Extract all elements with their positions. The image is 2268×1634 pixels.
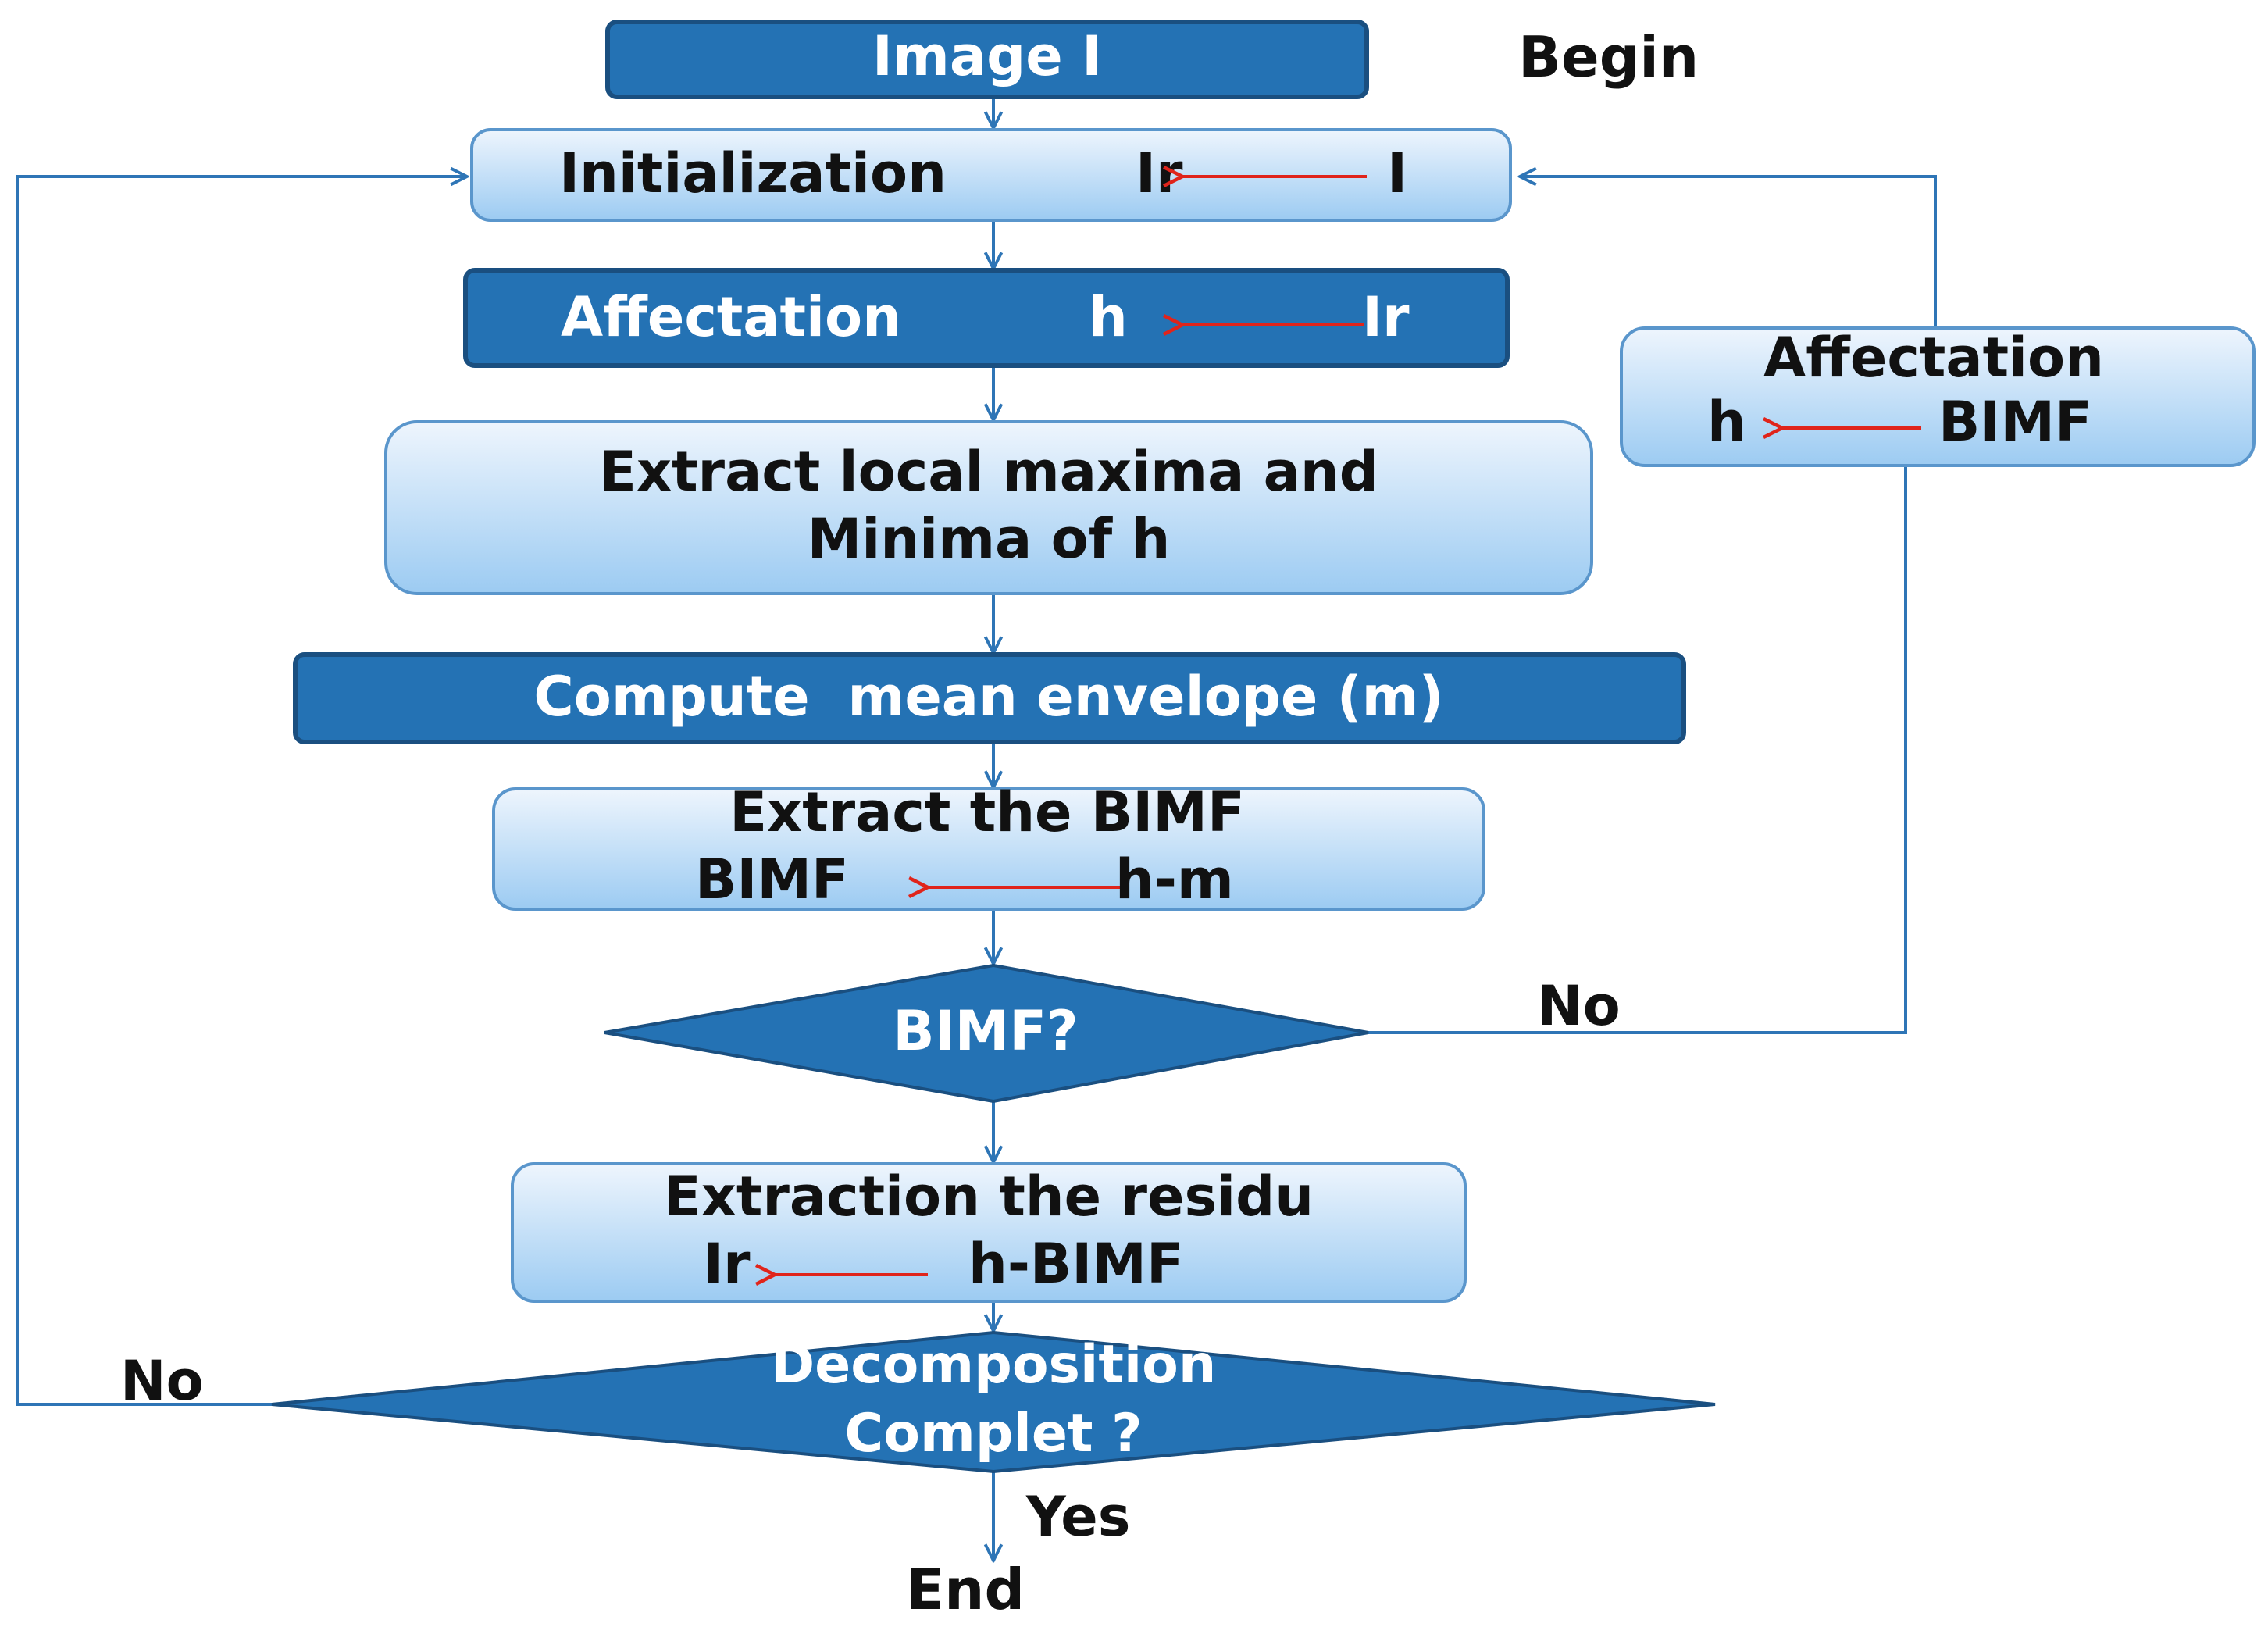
yes-label: Yes (1025, 1485, 1130, 1549)
begin-label: Begin (1518, 24, 1699, 90)
decision-complete (271, 1330, 1716, 1474)
affect2-from: h (1707, 390, 1746, 454)
decision-complete-line1: Decomposition (771, 1334, 1217, 1396)
connector-no-left-loop (16, 177, 467, 1406)
image-label: Image I (872, 24, 1102, 88)
bimf-from: BIMF (695, 847, 849, 912)
residu-to: h-BIMF (968, 1232, 1184, 1296)
bimf-box (492, 787, 1485, 911)
compute-box (293, 652, 1686, 744)
affect2-line1: Affectation (1763, 326, 2104, 390)
no-right-label: No (1537, 974, 1621, 1038)
end-label: End (906, 1557, 1025, 1622)
connector-affect2-init (1520, 177, 1937, 326)
decision-bimf-label: BIMF? (893, 999, 1078, 1063)
init-to: I (1387, 141, 1407, 205)
affect-from: h (1089, 285, 1128, 349)
residu-box (511, 1162, 1467, 1303)
bimf-to: h-m (1115, 847, 1234, 912)
image-box (605, 20, 1369, 99)
connector-no-right-loop (1368, 466, 1907, 1034)
compute-label: Compute mean envelope (m) (533, 665, 1443, 729)
bimf-line1: Extract the BIMF (729, 780, 1245, 844)
connectors (16, 97, 1937, 1561)
affect-label: Affectation (561, 285, 901, 349)
init-box (470, 128, 1512, 222)
residu-line1: Extraction the residu (664, 1165, 1314, 1229)
affect2-to: BIMF (1938, 390, 2092, 454)
affect-box (463, 268, 1510, 368)
extract-line1: Extract local maxima and (599, 440, 1378, 504)
init-label: Initialization (559, 141, 947, 205)
no-left-label: No (120, 1349, 204, 1413)
affect-to: Ir (1362, 285, 1410, 349)
residu-from: Ir (703, 1232, 751, 1296)
extract-line2: Minima of h (808, 507, 1171, 571)
decision-bimf (604, 963, 1369, 1104)
extract-box (384, 420, 1593, 595)
init-from: Ir (1136, 141, 1183, 205)
decision-complete-line2: Complet ? (844, 1403, 1142, 1465)
